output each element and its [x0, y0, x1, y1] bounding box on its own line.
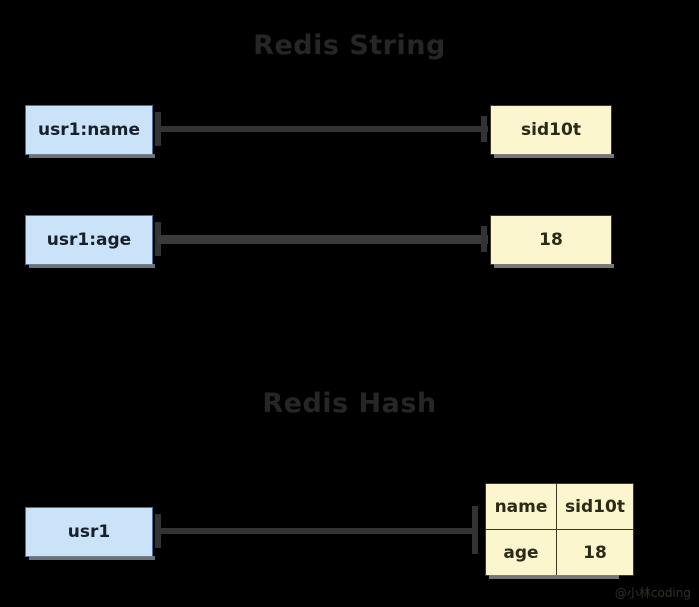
hash-field-name: name: [485, 483, 557, 530]
hash-field-age: age: [485, 529, 557, 576]
connector-3-line: [158, 528, 476, 534]
hash-key-box-usr1: usr1: [25, 507, 155, 560]
connector-2-line: [158, 235, 488, 244]
hash-value-name: sid10t: [556, 483, 634, 530]
connector-1-right-cap: [481, 116, 487, 142]
string-value-box-name: sid10t: [490, 105, 614, 158]
connector-2-right-cap: [481, 226, 487, 252]
string-key-box-name: usr1:name: [25, 105, 155, 158]
string-value-box-age: 18: [490, 215, 614, 268]
hash-field-table: name sid10t age 18: [485, 483, 634, 576]
watermark: @小林coding: [614, 586, 691, 600]
section-title-redis-hash: Redis Hash: [262, 388, 437, 419]
string-key-box-age: usr1:age: [25, 215, 155, 268]
section-title-redis-string: Redis String: [253, 30, 446, 61]
connector-3-right-cap: [472, 506, 478, 554]
hash-value-age: 18: [556, 529, 634, 576]
hash-table-shadow: [489, 575, 619, 579]
connector-1-line: [158, 126, 488, 132]
table-row: age 18: [485, 529, 634, 576]
table-row: name sid10t: [485, 483, 634, 530]
